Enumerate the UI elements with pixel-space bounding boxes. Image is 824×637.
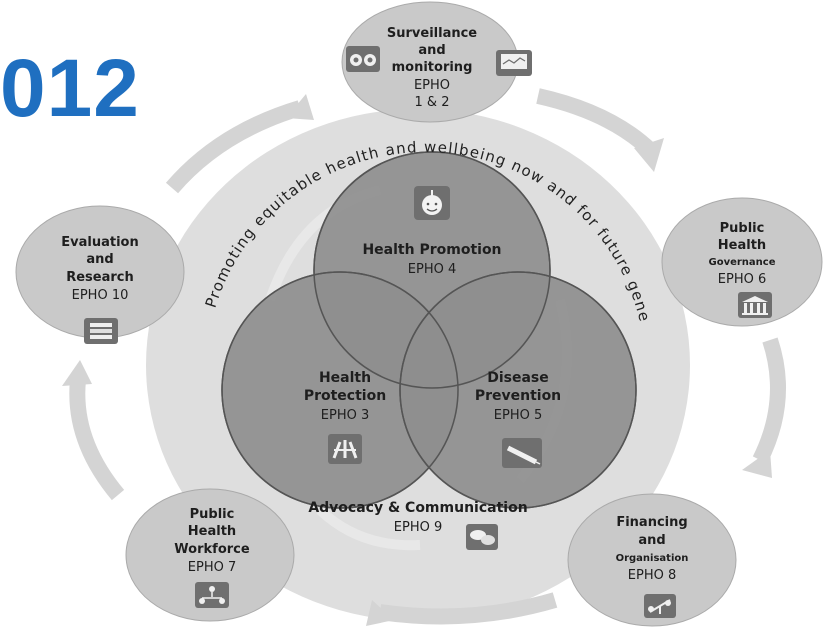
arrow-head xyxy=(634,138,664,172)
books-icon xyxy=(84,318,118,344)
surveillance-l2: and xyxy=(418,43,445,58)
surveillance-l1: Surveillance xyxy=(387,26,477,41)
syringe-icon xyxy=(502,438,542,468)
governance-l2: Health xyxy=(718,238,766,253)
cycle-arrows xyxy=(69,88,786,625)
health-promotion-title: Health Promotion xyxy=(362,242,501,258)
monitor-icon xyxy=(496,50,532,76)
evaluation-l2: and xyxy=(86,252,113,267)
financing-l4: EPHO 8 xyxy=(628,568,676,583)
surveillance-l5: 1 & 2 xyxy=(415,95,450,110)
node-workforce xyxy=(125,488,295,622)
governance-l3: Governance xyxy=(708,257,775,268)
arrow-head xyxy=(742,450,772,478)
surveillance-l3: monitoring xyxy=(392,60,473,75)
financing-l2: and xyxy=(638,533,665,548)
cycle-arrow xyxy=(165,100,303,194)
disease-prevention-code: EPHO 5 xyxy=(494,408,542,423)
binoculars-icon xyxy=(346,46,380,72)
evaluation-l1: Evaluation xyxy=(61,235,138,250)
node-financing xyxy=(567,493,737,627)
workforce-l2: Health xyxy=(188,524,236,539)
speech-bubbles-icon xyxy=(466,524,498,550)
health-protection-code: EPHO 3 xyxy=(321,408,369,423)
cycle-arrow-heads xyxy=(62,94,772,626)
cycle-arrow xyxy=(69,379,125,501)
figure-code: 012 xyxy=(0,43,140,134)
financing-l3: Organisation xyxy=(616,553,689,564)
advocacy-title: Advocacy & Communication xyxy=(308,500,527,516)
arrow-head xyxy=(366,600,394,626)
disease-prevention-title-1: Disease xyxy=(487,370,549,386)
workforce-l3: Workforce xyxy=(174,542,250,557)
government-building-icon xyxy=(738,292,772,318)
workforce-l4: EPHO 7 xyxy=(188,560,236,575)
health-promotion-code: EPHO 4 xyxy=(408,262,456,277)
evaluation-l3: Research xyxy=(66,270,134,285)
governance-l1: Public xyxy=(720,221,765,236)
team-network-icon xyxy=(195,582,229,608)
advocacy-code: EPHO 9 xyxy=(394,520,442,535)
evaluation-l4: EPHO 10 xyxy=(72,288,129,303)
health-protection-title-1: Health xyxy=(319,370,371,386)
workforce-l1: Public xyxy=(190,507,235,522)
cycle-arrow xyxy=(378,592,558,625)
venn-outlines xyxy=(221,151,637,509)
governance-l4: EPHO 6 xyxy=(718,272,766,287)
apple-icon xyxy=(414,186,450,220)
disease-prevention-title-2: Prevention xyxy=(475,388,561,404)
node-governance xyxy=(661,197,823,327)
arrow-head xyxy=(62,360,92,386)
cycle-arrow xyxy=(536,88,656,156)
financing-l1: Financing xyxy=(616,515,687,530)
hands-icon xyxy=(328,434,362,464)
scales-icon xyxy=(644,594,676,618)
cycle-arrow xyxy=(752,337,786,464)
health-protection-title-2: Protection xyxy=(304,388,386,404)
arrow-head xyxy=(286,94,314,120)
surveillance-l4: EPHO xyxy=(414,78,450,93)
